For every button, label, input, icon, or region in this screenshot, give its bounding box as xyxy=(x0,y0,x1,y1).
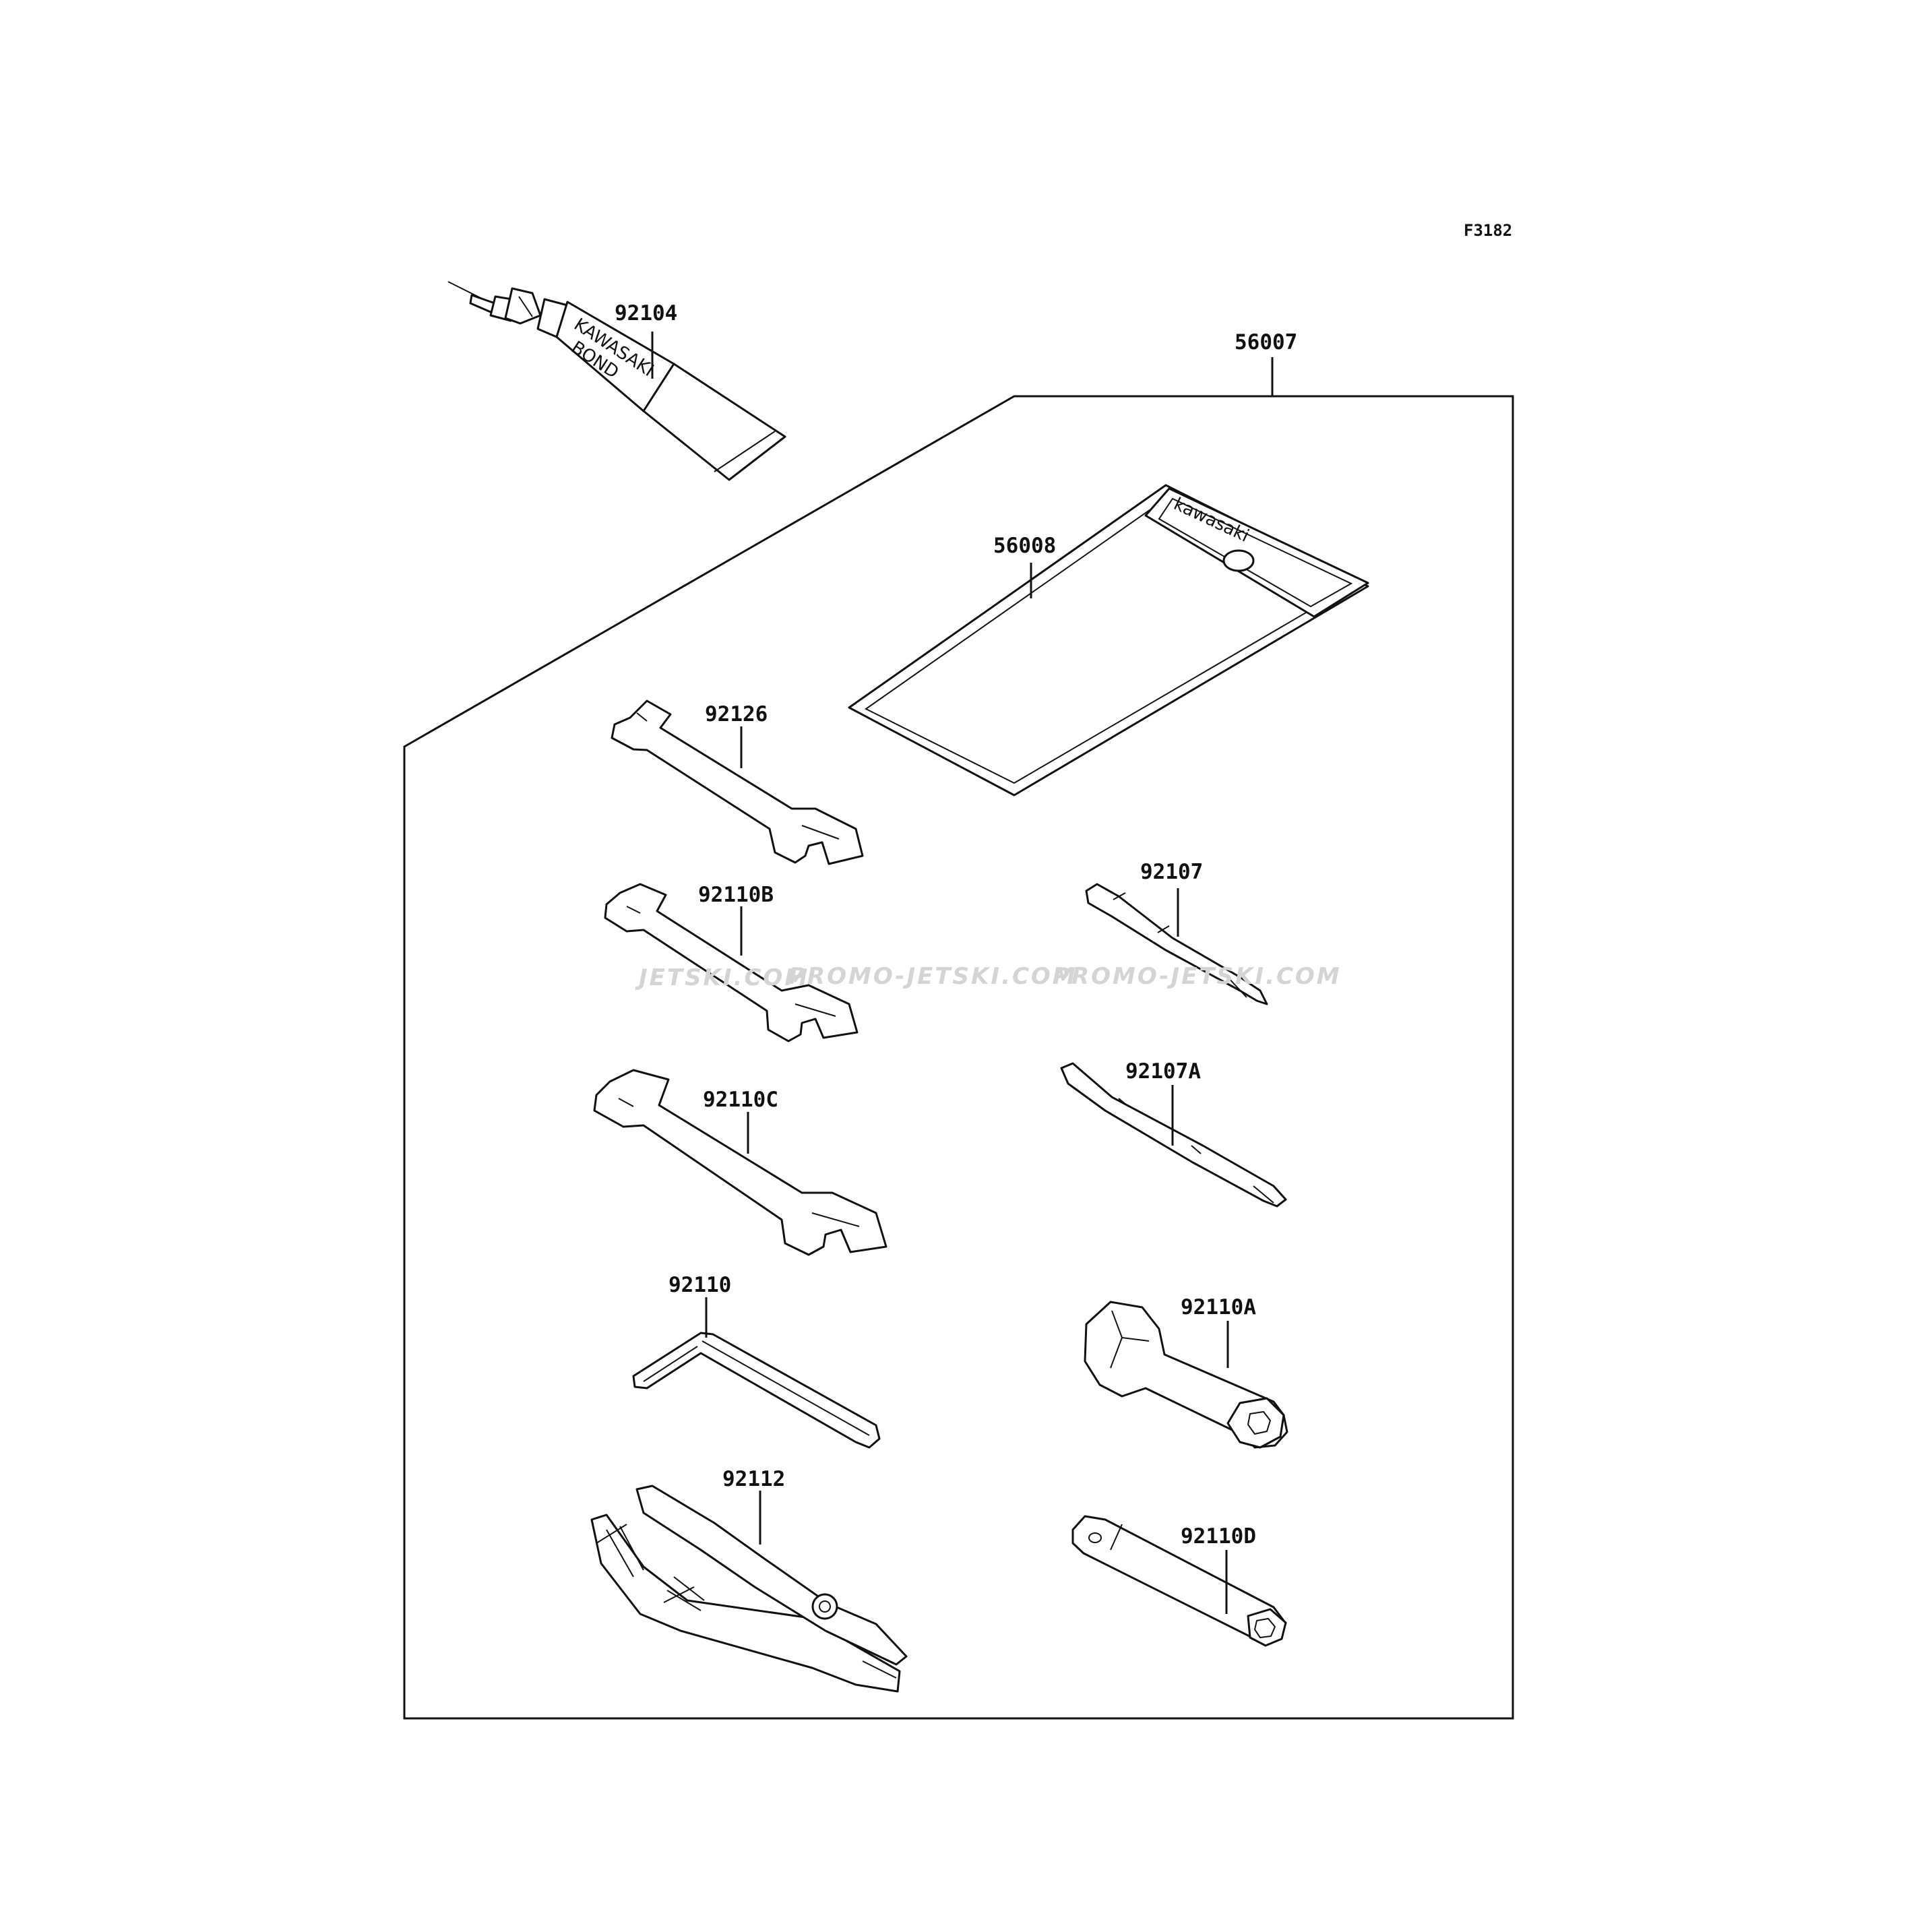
part-label-92107a: 92107A xyxy=(1125,1059,1201,1084)
part-label-92107: 92107 xyxy=(1140,860,1203,884)
wrench-92110b[interactable] xyxy=(604,883,859,1042)
part-label-92110d: 92110D xyxy=(1181,1524,1256,1549)
box-wrench-92110d[interactable] xyxy=(1071,1515,1287,1647)
part-label-92110c: 92110C xyxy=(703,1088,778,1112)
part-label-92110: 92110 xyxy=(668,1273,731,1297)
part-label-92112: 92112 xyxy=(722,1467,785,1491)
tool-pouch[interactable]: kawasaki xyxy=(848,484,1369,797)
watermark-segment: PROMO-JETSKI.COM xyxy=(1053,963,1342,990)
leader-lines xyxy=(651,332,1274,1614)
wrench-92126[interactable] xyxy=(611,699,864,865)
figure-id: F3182 xyxy=(1464,221,1512,240)
part-label-56007: 56007 xyxy=(1235,330,1297,354)
bond-tube[interactable]: KAWASAKI BOND xyxy=(447,281,786,481)
wrench-92110c[interactable] xyxy=(593,1069,887,1256)
kit-outline xyxy=(403,395,1514,1720)
part-label-92126: 92126 xyxy=(705,702,768,726)
watermark-segment: JETSKI.COM xyxy=(635,964,809,991)
watermark-segment: PROMO-JETSKI.COM xyxy=(788,963,1078,990)
part-label-92110b: 92110B xyxy=(698,883,774,907)
watermark: JETSKI.COM PROMO-JETSKI.COM PROMO-JETSKI… xyxy=(635,963,1342,991)
part-label-92104: 92104 xyxy=(615,301,677,325)
part-label-92110a: 92110A xyxy=(1181,1295,1256,1319)
part-label-56008: 56008 xyxy=(993,534,1056,558)
hex-key[interactable] xyxy=(632,1332,881,1449)
box-wrench-92110a[interactable] xyxy=(1084,1301,1288,1449)
pliers[interactable] xyxy=(590,1485,908,1693)
screwdriver-92107[interactable] xyxy=(1085,883,1268,1005)
